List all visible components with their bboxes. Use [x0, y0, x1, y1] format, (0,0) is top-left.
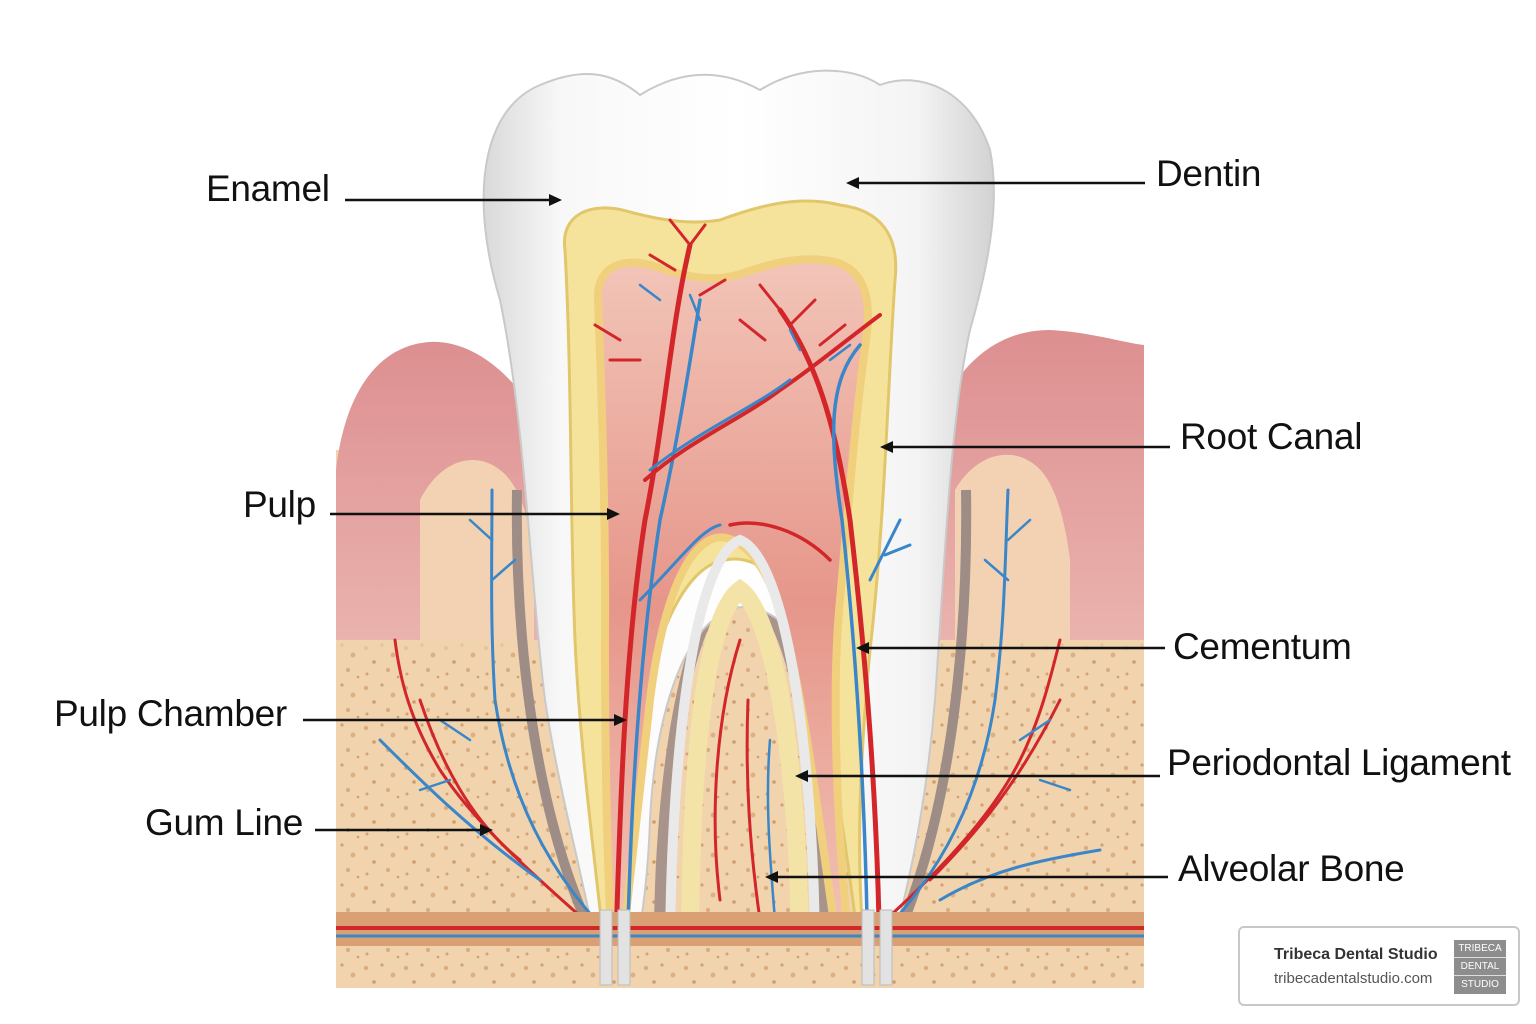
pulp-artery-right — [777, 307, 883, 978]
label-dentin: Dentin — [1156, 153, 1262, 194]
label-enamel: Enamel — [206, 168, 330, 209]
label-alveolar-bone: Alveolar Bone — [1178, 848, 1405, 889]
label-root-canal: Root Canal — [1180, 416, 1363, 457]
label-gum-line: Gum Line — [145, 802, 304, 843]
logo-line-2: DENTAL — [1454, 958, 1506, 976]
periodontal-ligament-right — [895, 489, 972, 932]
label-pulp: Pulp — [243, 484, 316, 525]
pulp-artery-left — [612, 242, 693, 978]
periodontal-ligament-left — [511, 489, 595, 933]
root-tip-right — [861, 909, 875, 986]
label-cementum: Cementum — [1173, 626, 1352, 667]
root-tip-left — [599, 909, 613, 986]
leader-arrows — [303, 177, 1170, 883]
logo-line-1: TRIBECA — [1454, 940, 1506, 958]
root-inner-arch — [681, 578, 809, 961]
pulp — [593, 255, 872, 954]
studio-logo: TRIBECA DENTAL STUDIO — [1454, 940, 1506, 994]
gum-left-inner — [420, 460, 534, 640]
pulp-vessels — [593, 218, 912, 978]
studio-name: Tribeca Dental Studio — [1274, 946, 1438, 963]
pulp-vein-left — [625, 298, 702, 977]
studio-url: tribecadentalstudio.com — [1274, 970, 1433, 987]
gum-right-inner — [955, 454, 1070, 640]
label-periodontal-ligament: Periodontal Ligament — [1167, 742, 1511, 783]
studio-watermark: Tribeca Dental Studio tribecadentalstudi… — [1238, 926, 1520, 1006]
pulp-vein-right — [831, 343, 870, 977]
bone-vessels — [378, 488, 1102, 927]
label-pulp-chamber: Pulp Chamber — [54, 693, 287, 734]
logo-line-3: STUDIO — [1461, 979, 1499, 990]
